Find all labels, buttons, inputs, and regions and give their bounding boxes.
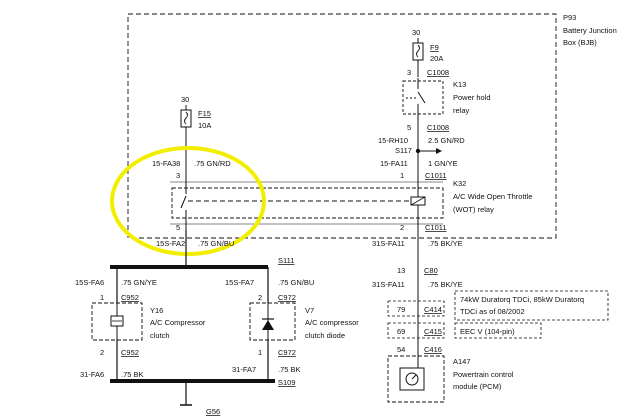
y16-connector-top: C952: [121, 293, 139, 302]
f15-supply: 30: [181, 95, 189, 104]
c415-box: [387, 322, 445, 339]
k13-pin-top: 3: [407, 68, 411, 77]
k32-pin-5: 5: [176, 223, 180, 232]
f9-fuse-element: [416, 44, 420, 58]
c414-box: [387, 300, 445, 317]
wire-fa11-top-id: 15-FA11: [380, 159, 408, 168]
y16-name-line1: A/C Compressor: [150, 318, 206, 327]
k32-connector-bottom: C1011: [425, 223, 447, 232]
k32-connector-top: C1011: [425, 171, 447, 180]
splice-s117-arrow: [436, 148, 442, 154]
k13-connector-top: C1008: [427, 68, 449, 77]
v7-connector-top: C972: [278, 293, 296, 302]
wire-rh10-spec: 2.5 GN/RD: [428, 136, 465, 145]
v7-name-line2: clutch diode: [305, 331, 345, 340]
c415-note: EEC V (104-pin): [460, 327, 515, 336]
wire-fa11-top-spec: 1 GN/YE: [428, 159, 458, 168]
v7-component-symbol: [249, 302, 296, 341]
k13-contact-blade: [417, 91, 426, 104]
bjb-name-line1: Battery Junction: [563, 26, 617, 35]
y16-pin-bottom: 2: [100, 348, 104, 357]
splice-s109: S109: [278, 378, 296, 387]
c80-pin: 13: [397, 266, 405, 275]
c414-note-line2: TDCi as of 08/2002: [460, 307, 525, 316]
c415-pin: 69: [397, 327, 405, 336]
y16-name-line2: clutch: [150, 331, 170, 340]
c416-pin: 54: [397, 345, 405, 354]
y16-id: Y16: [150, 306, 163, 315]
k32-pin-2: 2: [400, 223, 404, 232]
c414-pin: 79: [397, 305, 405, 314]
f9-rating: 20A: [430, 54, 443, 63]
v7-diode-symbol: [262, 320, 274, 330]
c80-wire-spec: .75 BK/YE: [428, 280, 463, 289]
splice-s117: S117: [395, 146, 412, 155]
k32-id: K32: [453, 179, 466, 188]
f15-rating: 10A: [198, 121, 211, 130]
wire-fa6-spec: .75 GN/YE: [121, 278, 157, 287]
wire-fa7-gnd-id: 31-FA7: [232, 365, 256, 374]
wire-fa6-id: 15S-FA6: [75, 278, 104, 287]
c80-wire-id: 31S-FA11: [372, 280, 405, 289]
k13-relay-symbol: [402, 80, 444, 115]
v7-name-line1: A/C compressor: [305, 318, 359, 327]
k32-pin-3: 3: [176, 171, 180, 180]
c415-note-box: [454, 322, 542, 339]
a147-module-icon-needle: [411, 374, 417, 380]
wire-fa38-id: 15-FA38: [152, 159, 180, 168]
wire-fa11-bottom-spec: .75 BK/YE: [428, 239, 463, 248]
f15-id: F15: [198, 109, 211, 118]
k13-connector-bottom: C1008: [427, 123, 449, 132]
k13-name-line2: relay: [453, 106, 470, 115]
k32-coil-diagonal: [410, 196, 426, 206]
f9-id: F9: [430, 43, 439, 52]
wire-fa2-id: 15S-FA2: [156, 239, 185, 248]
k13-name-line1: Power hold: [453, 93, 491, 102]
wire-fa7-spec: .75 GN/BU: [278, 278, 314, 287]
k32-relay-symbol: [171, 187, 444, 219]
k32-pin-1: 1: [400, 171, 404, 180]
f15-fuse-element: [184, 111, 188, 125]
v7-id: V7: [305, 306, 314, 315]
k13-pin-bottom: 5: [407, 123, 411, 132]
c80-connector: C80: [424, 266, 438, 275]
v7-pin-top: 2: [258, 293, 262, 302]
y16-connector-bottom: C952: [121, 348, 139, 357]
c416-connector: C416: [424, 345, 442, 354]
bjb-boundary: [127, 13, 557, 239]
bjb-id: P93: [563, 13, 576, 22]
splice-s111: S111: [278, 256, 294, 265]
k13-id: K13: [453, 80, 466, 89]
c414-note-box: [454, 290, 609, 321]
wire-fa6-gnd-id: 31-FA6: [80, 370, 104, 379]
c414-connector: C414: [424, 305, 442, 314]
v7-pin-bottom: 1: [258, 348, 262, 357]
a147-module-icon: [405, 372, 419, 386]
y16-pin-top: 1: [100, 293, 104, 302]
wire-fa38-spec: .75 GN/RD: [194, 159, 231, 168]
wire-fa6-gnd-spec: .75 BK: [121, 370, 144, 379]
c414-note-line1: 74kW Duratorq TDCi, 85kW Duratorq: [460, 295, 584, 304]
k32-name-line2: (WOT) relay: [453, 205, 494, 214]
a147-module-symbol: [387, 355, 445, 403]
ground-g56: G56: [206, 407, 220, 416]
a147-id: A147: [453, 357, 471, 366]
c415-connector: C415: [424, 327, 442, 336]
a147-name-line1: Powertrain control: [453, 370, 514, 379]
a147-name-line2: module (PCM): [453, 382, 502, 391]
wire-fa11-bottom-id: 31S-FA11: [372, 239, 405, 248]
wire-fa2-spec: .75 GN/BU: [198, 239, 234, 248]
bjb-name-line2: Box (BJB): [563, 38, 597, 47]
v7-connector-bottom: C972: [278, 348, 296, 357]
k32-name-line1: A/C Wide Open Throttle: [453, 192, 532, 201]
highlight-circle: [110, 146, 266, 256]
f9-supply: 30: [412, 28, 420, 37]
wire-fa7-gnd-spec: .75 BK: [278, 365, 301, 374]
wire-rh10-id: 15-RH10: [378, 136, 408, 145]
wire-fa7-id: 15S-FA7: [225, 278, 254, 287]
k32-contact-blade: [180, 195, 187, 209]
